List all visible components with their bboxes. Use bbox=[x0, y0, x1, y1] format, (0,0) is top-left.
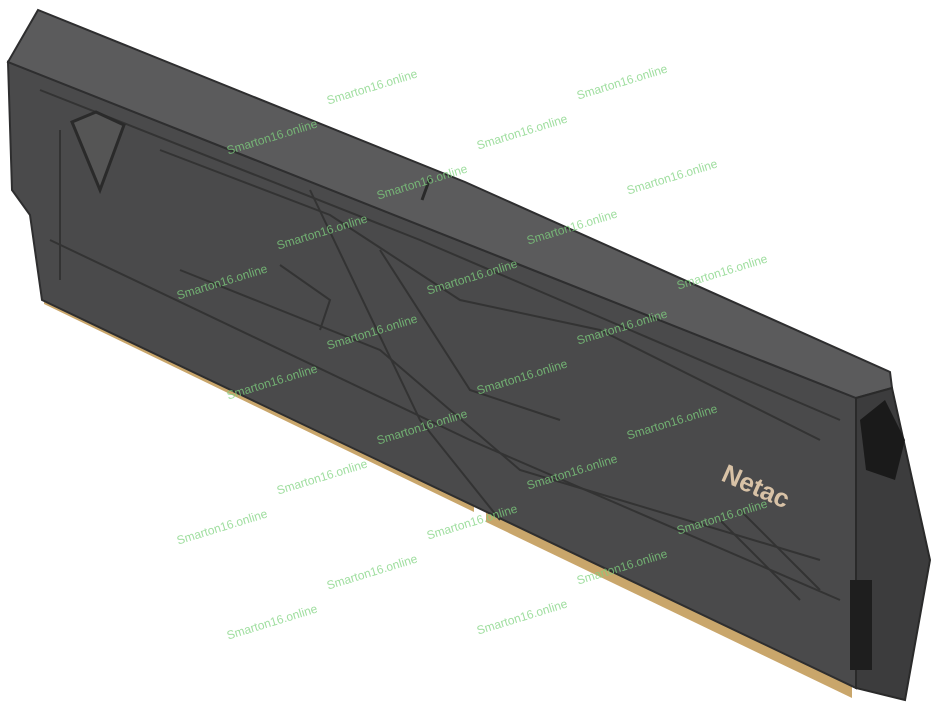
shield-emblem-icon bbox=[70, 110, 126, 195]
heatsink-grooves bbox=[39, 89, 841, 601]
heatsink-front bbox=[6, 60, 857, 690]
